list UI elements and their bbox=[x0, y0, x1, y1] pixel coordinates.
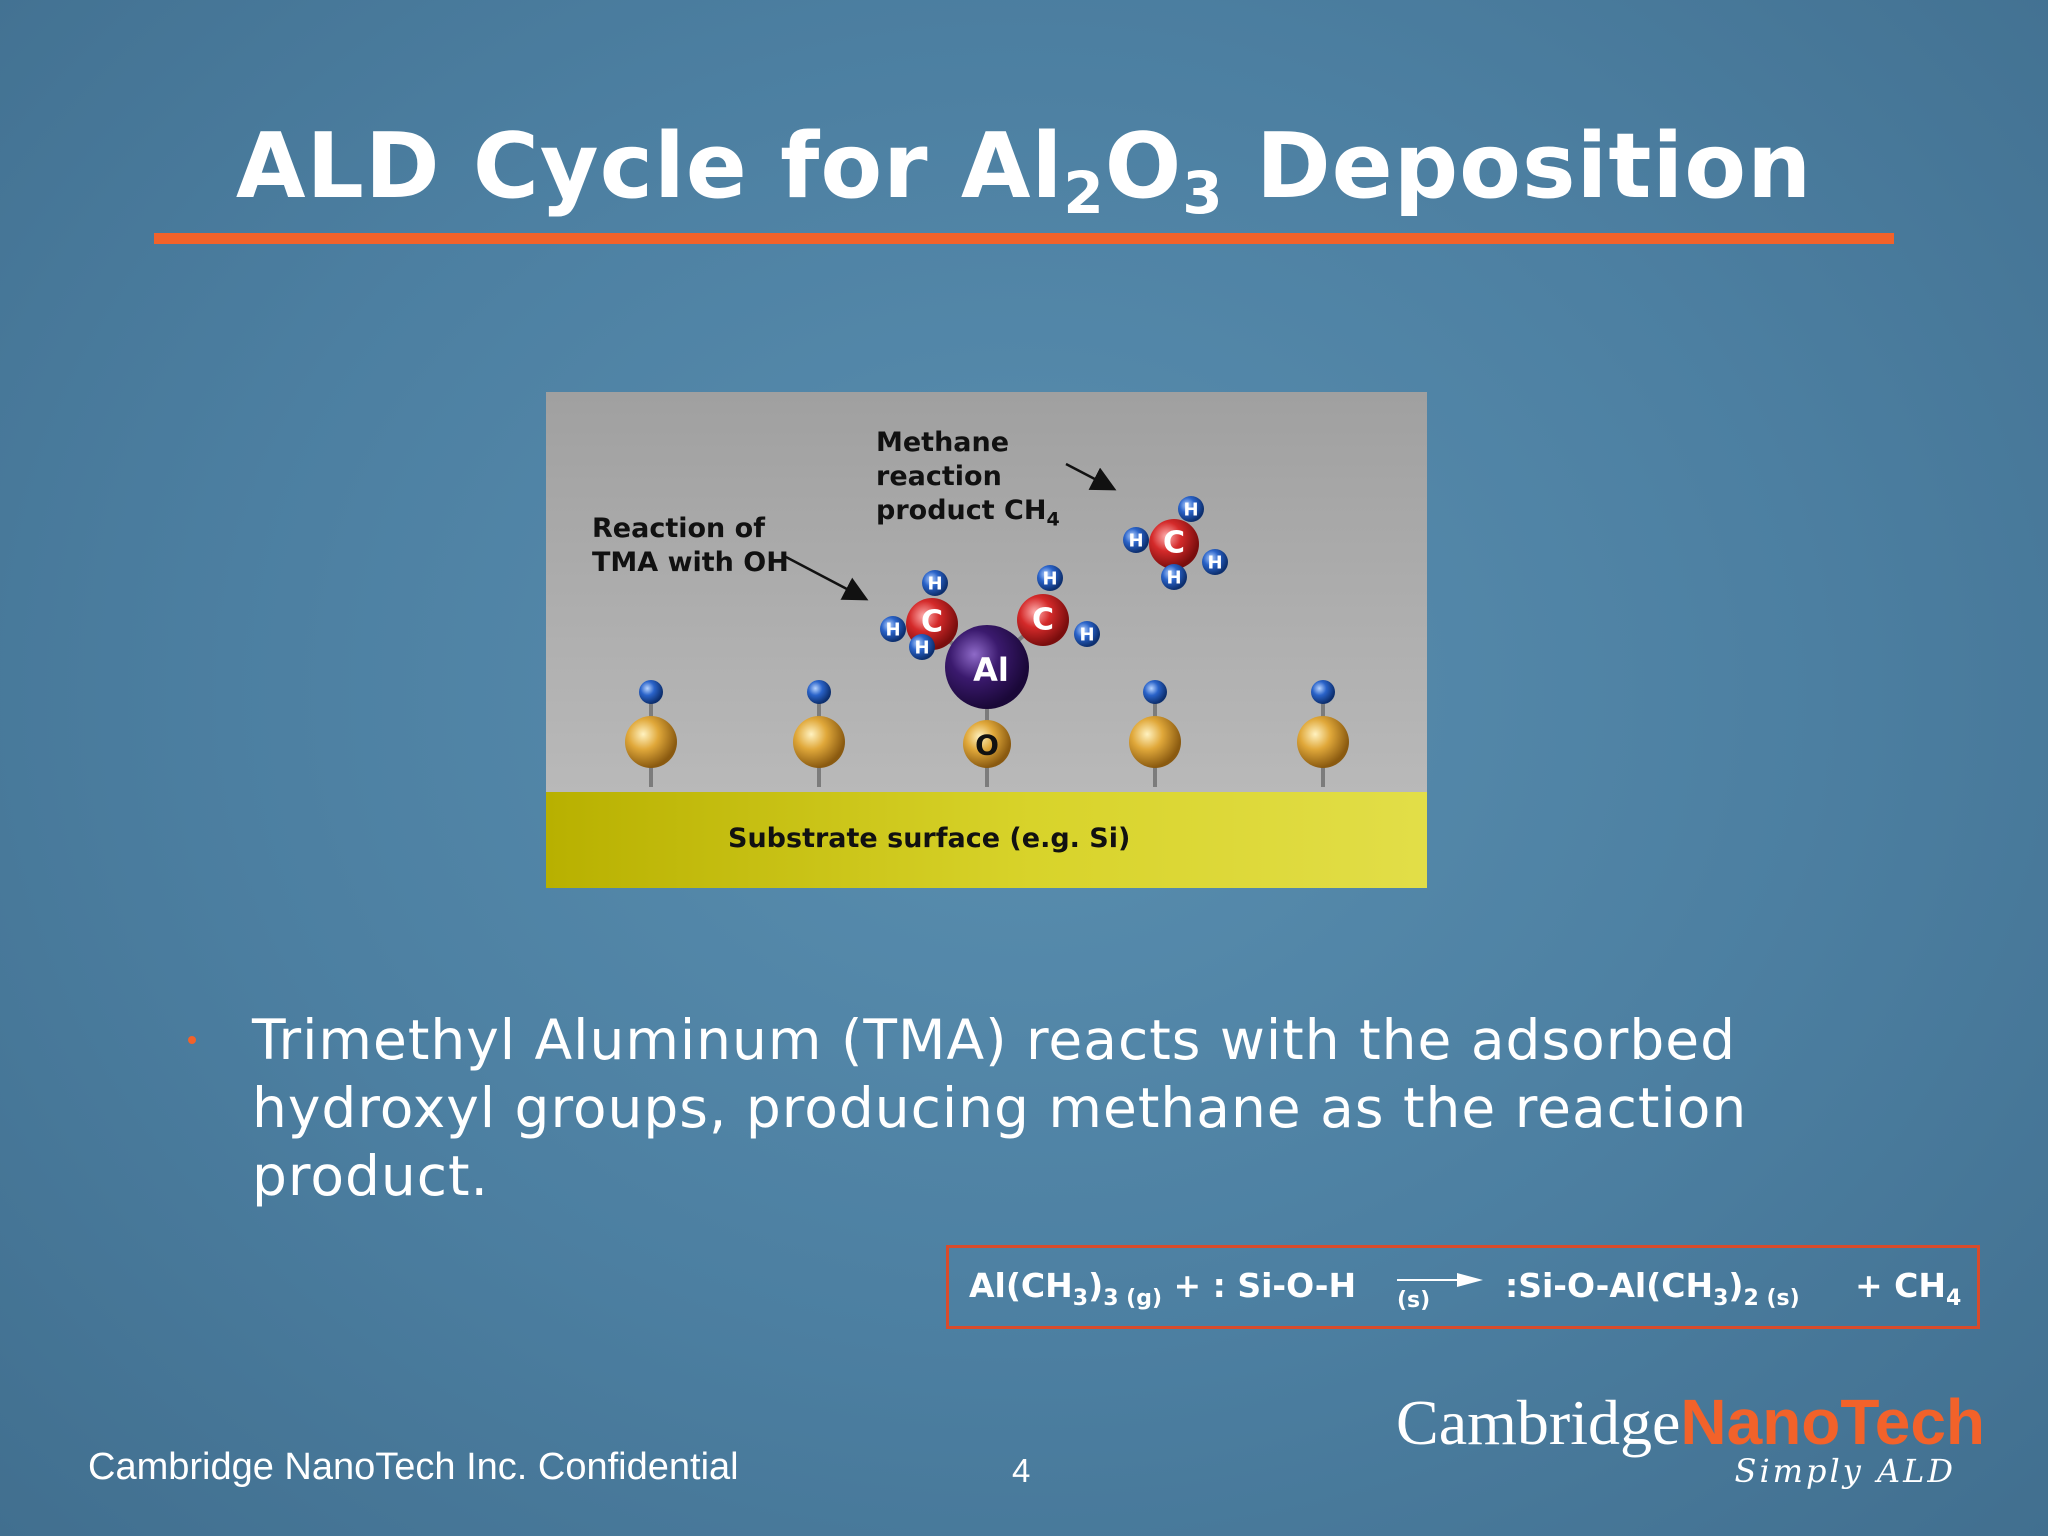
atom-label-h: H bbox=[1207, 553, 1222, 574]
title-text-1: ALD Cycle for Al bbox=[235, 114, 1064, 219]
logo-tagline: Simply ALD bbox=[1734, 1452, 1956, 1490]
molecule-illustration: O Al C H H H C H H C H H H bbox=[546, 392, 1427, 888]
hydrogen-atom bbox=[639, 680, 663, 704]
oxygen-atom bbox=[1129, 716, 1181, 768]
eq-text: + : Si-O-H bbox=[1162, 1266, 1357, 1305]
title-subscript-2: 3 bbox=[1182, 159, 1224, 227]
hydrogen-atom bbox=[1123, 527, 1149, 553]
company-logo: CambridgeNanoTech Simply ALD bbox=[1396, 1386, 1996, 1496]
eq-text: Al(CH bbox=[969, 1266, 1073, 1305]
equation-arrow-icon bbox=[1397, 1273, 1483, 1287]
methane-molecule: C H H H H bbox=[1123, 496, 1228, 590]
eq-subscript: 4 bbox=[1945, 1286, 1962, 1311]
eq-subscript: 3 bbox=[1072, 1286, 1089, 1311]
oxygen-atom bbox=[625, 716, 677, 768]
atom-label-h: H bbox=[914, 638, 929, 659]
eq-subscript: 2 (s) bbox=[1743, 1286, 1800, 1311]
aluminum-atom bbox=[945, 625, 1029, 709]
reaction-arrow bbox=[785, 555, 869, 601]
bonded-oxygen-atom bbox=[963, 720, 1011, 768]
title-text-3: Deposition bbox=[1223, 114, 1813, 219]
hydrogen-atom bbox=[1143, 680, 1167, 704]
methane-label-text: Methane reaction product CH bbox=[876, 427, 1047, 526]
eq-text: ) bbox=[1728, 1266, 1744, 1305]
substrate-surface bbox=[546, 792, 1427, 888]
equation-reactants: Al(CH3)3 (g) + : Si-O-H bbox=[969, 1266, 1356, 1311]
atom-label-c: C bbox=[1032, 603, 1054, 638]
eq-subscript: 3 bbox=[1713, 1286, 1729, 1311]
hydrogen-atom bbox=[1074, 621, 1100, 647]
equation-product: :Si-O-Al(CH3)2 (s) bbox=[1505, 1266, 1800, 1311]
title-subscript-1: 2 bbox=[1063, 159, 1105, 227]
eq-text: ) bbox=[1088, 1266, 1104, 1305]
hydrogen-atom bbox=[922, 570, 948, 596]
hydrogen-atom bbox=[1311, 680, 1335, 704]
eq-text: :Si-O-Al(CH bbox=[1505, 1266, 1714, 1305]
logo-part-1: Cambridge bbox=[1396, 1387, 1681, 1458]
bullet-text: Trimethyl Aluminum (TMA) reacts with the… bbox=[252, 1008, 1748, 1208]
bullet-marker bbox=[188, 1036, 196, 1044]
atom-label-h: H bbox=[1042, 569, 1057, 590]
atom-label-h: H bbox=[1079, 625, 1094, 646]
methane-label-subscript: 4 bbox=[1046, 508, 1060, 531]
methane-label: Methane reaction product CH4 bbox=[876, 426, 1060, 536]
hydroxyl-group bbox=[625, 680, 677, 768]
hydrogen-atom bbox=[807, 680, 831, 704]
title-text-2: O bbox=[1104, 114, 1183, 219]
hydroxyl-group bbox=[1129, 680, 1181, 768]
substrate-label: Substrate surface (e.g. Si) bbox=[728, 823, 1131, 854]
footer-confidential: Cambridge NanoTech Inc. Confidential bbox=[88, 1446, 739, 1488]
reaction-label: Reaction of TMA with OH bbox=[592, 513, 789, 578]
atom-label-c: C bbox=[921, 605, 943, 640]
eq-subscript: 3 (g) bbox=[1103, 1286, 1163, 1311]
logo-wordmark: CambridgeNanoTech bbox=[1396, 1386, 1985, 1459]
oxygen-atom bbox=[1297, 716, 1349, 768]
page-number: 4 bbox=[1012, 1452, 1031, 1489]
equation-byproduct: + CH4 bbox=[1855, 1266, 1961, 1311]
reaction-equation: Al(CH3)3 (g) + : Si-O-H (s) :Si-O-Al(CH3… bbox=[946, 1245, 1980, 1329]
hydrogen-atom bbox=[1037, 565, 1063, 591]
atom-label-h: H bbox=[1183, 500, 1198, 521]
atom-label-h: H bbox=[1128, 531, 1143, 552]
tma-molecule: O Al C H H H C H H bbox=[880, 565, 1100, 768]
hydrogen-atom bbox=[1178, 496, 1204, 522]
eq-text: + CH bbox=[1855, 1266, 1946, 1305]
ald-reaction-figure: O Al C H H H C H H C H H H bbox=[546, 392, 1427, 888]
hydroxyl-group bbox=[1297, 680, 1349, 768]
carbon-atom bbox=[1149, 519, 1199, 569]
logo-part-2: NanoTech bbox=[1680, 1386, 1985, 1458]
methane-arrow bbox=[1065, 462, 1117, 491]
atom-label-h: H bbox=[927, 574, 942, 595]
hydrogen-atom bbox=[1161, 564, 1187, 590]
oxygen-atom bbox=[793, 716, 845, 768]
hydrogen-atom bbox=[909, 634, 935, 660]
hydrogen-atom bbox=[880, 616, 906, 642]
atom-label-c: C bbox=[1163, 526, 1185, 561]
carbon-atom bbox=[1017, 594, 1069, 646]
atom-label-o: O bbox=[975, 729, 999, 762]
atom-label-h: H bbox=[1166, 568, 1181, 589]
hydroxyl-group bbox=[793, 680, 845, 768]
slide-title: ALD Cycle for Al2O3 Deposition bbox=[0, 112, 2048, 222]
hydrogen-atom bbox=[1202, 549, 1228, 575]
equation-arrow-label: (s) bbox=[1397, 1288, 1431, 1313]
atom-label-al: Al bbox=[973, 651, 1009, 689]
title-underline bbox=[154, 233, 1894, 244]
atom-label-h: H bbox=[885, 620, 900, 641]
